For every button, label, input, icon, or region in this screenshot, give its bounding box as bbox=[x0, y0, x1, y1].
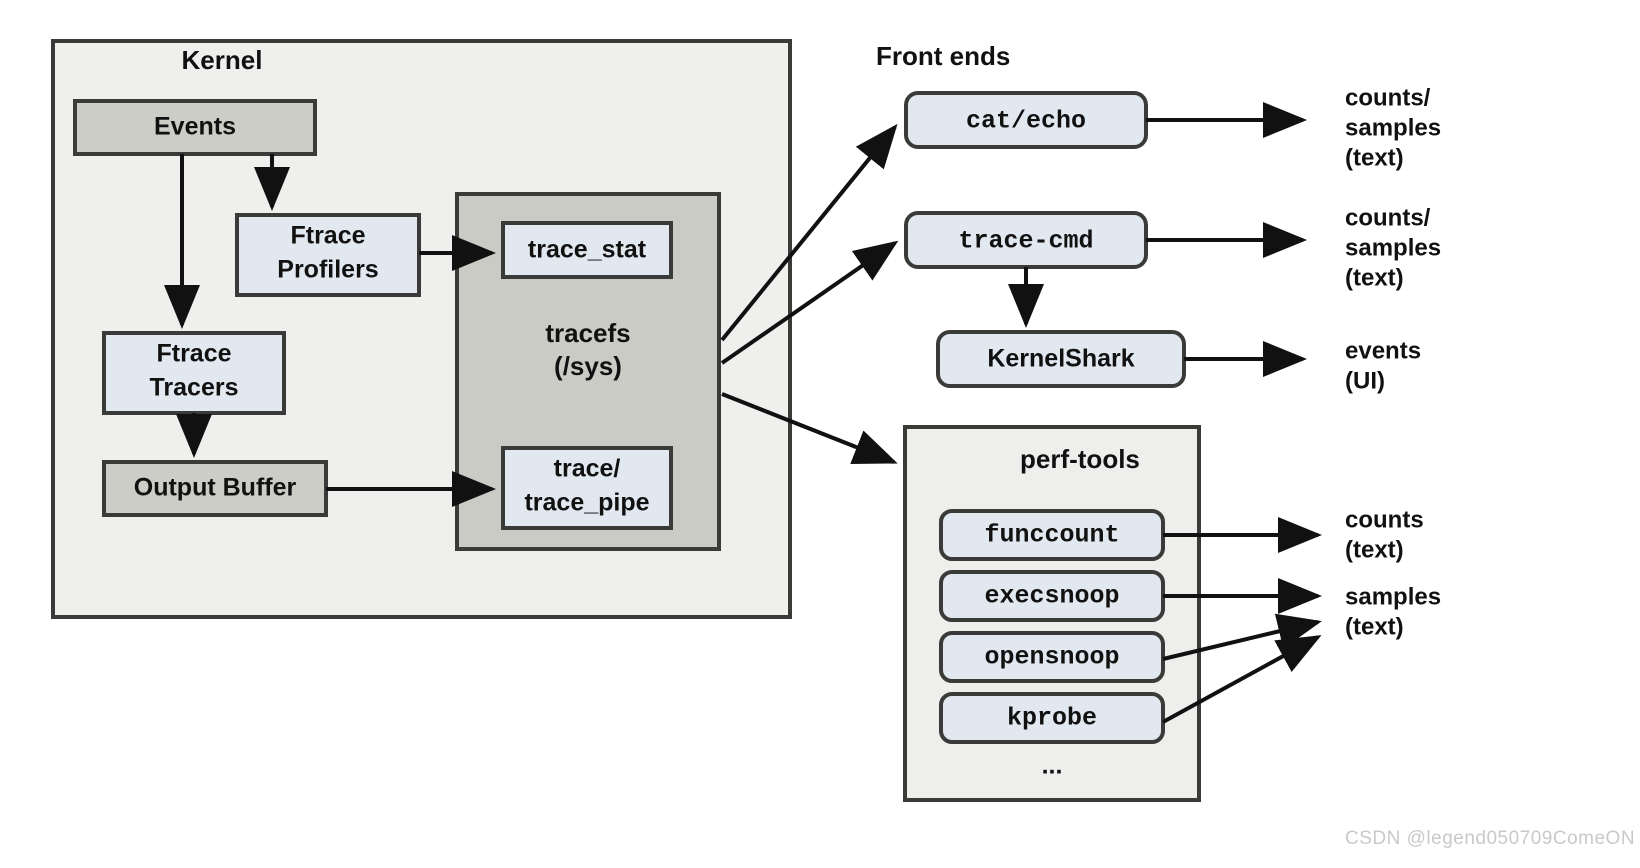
output-cat-echo-line1: counts/ bbox=[1345, 84, 1431, 111]
output-kernelshark-line2: (UI) bbox=[1345, 367, 1385, 394]
output-kernelshark-line1: events bbox=[1345, 337, 1421, 364]
edge-kprobe-to-output bbox=[1162, 635, 1322, 724]
output-trace-cmd-line1: counts/ bbox=[1345, 204, 1431, 231]
node-trace-stat-label: trace_stat bbox=[528, 236, 647, 264]
node-ftrace-profilers-label-line1: Ftrace bbox=[290, 222, 365, 250]
node-kprobe-label: kprobe bbox=[1007, 704, 1097, 733]
output-snoop-line2: (text) bbox=[1345, 613, 1404, 640]
node-ftrace-tracers[interactable] bbox=[102, 331, 286, 415]
node-execsnoop-label: execsnoop bbox=[984, 582, 1119, 611]
output-cat-echo-line2: samples bbox=[1345, 114, 1441, 141]
watermark: CSDN @legend050709ComeON bbox=[1345, 828, 1636, 849]
node-events-label: Events bbox=[154, 113, 236, 141]
output-funccount-line2: (text) bbox=[1345, 536, 1404, 563]
output-trace-cmd-line2: samples bbox=[1345, 234, 1441, 261]
node-ftrace-tracers-label-line1: Ftrace bbox=[156, 340, 231, 368]
node-trace-pipe[interactable] bbox=[501, 446, 673, 530]
output-trace-cmd-line3: (text) bbox=[1345, 264, 1404, 291]
perf-tools-ellipsis: ... bbox=[1042, 752, 1063, 780]
edge-tracefs-to-trace-cmd bbox=[720, 240, 899, 365]
perf-tools-title: perf-tools bbox=[1020, 444, 1140, 474]
node-trace-pipe-label-line2: trace_pipe bbox=[524, 489, 649, 517]
node-ftrace-tracers-label-line2: Tracers bbox=[150, 374, 239, 402]
output-cat-echo-line3: (text) bbox=[1345, 144, 1404, 171]
kernel-panel-title: Kernel bbox=[182, 45, 263, 75]
edge-opensnoop-to-output bbox=[1162, 613, 1322, 661]
node-opensnoop-label: opensnoop bbox=[984, 643, 1119, 672]
tracefs-label-line1: tracefs bbox=[545, 318, 630, 348]
node-kernelshark-label: KernelShark bbox=[987, 345, 1134, 373]
output-funccount-line1: counts bbox=[1345, 506, 1424, 533]
edge-tracefs-to-perf-tools bbox=[721, 392, 898, 465]
node-events[interactable] bbox=[73, 99, 317, 156]
node-cat-echo-label: cat/echo bbox=[966, 107, 1086, 136]
tracefs-label-line2: (/sys) bbox=[554, 351, 622, 381]
node-ftrace-profilers[interactable] bbox=[235, 213, 421, 297]
node-trace-cmd-label: trace-cmd bbox=[958, 227, 1093, 256]
frontends-title: Front ends bbox=[876, 41, 1010, 71]
node-funccount-label: funccount bbox=[984, 521, 1119, 550]
node-trace-pipe-label-line1: trace/ bbox=[554, 455, 621, 483]
output-snoop-line1: samples bbox=[1345, 583, 1441, 610]
node-ftrace-profilers-label-line2: Profilers bbox=[277, 256, 378, 284]
node-output-buffer[interactable] bbox=[102, 460, 328, 517]
edge-tracefs-to-cat-echo bbox=[720, 123, 898, 342]
node-kprobe[interactable] bbox=[939, 692, 1165, 744]
node-trace-stat[interactable] bbox=[501, 221, 673, 279]
node-output-buffer-label: Output Buffer bbox=[134, 474, 297, 502]
